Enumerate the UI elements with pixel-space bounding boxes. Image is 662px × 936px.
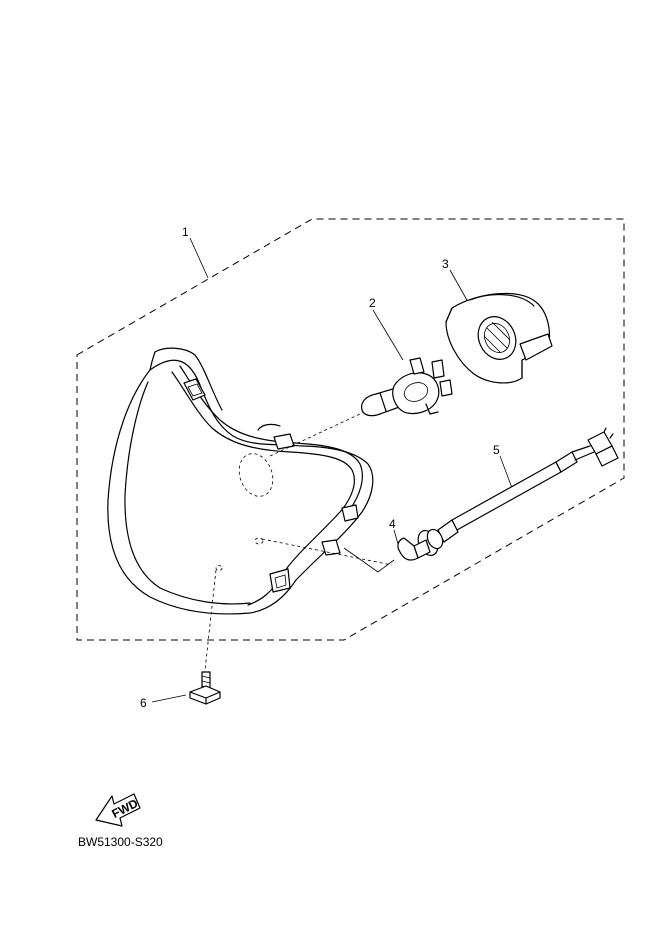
bulb-cover <box>445 292 553 384</box>
auxiliary-bulb-socket <box>343 528 444 573</box>
fwd-arrow: FWD <box>95 793 141 827</box>
leader-6 <box>151 694 187 703</box>
callout-part-6: 6 <box>140 696 147 710</box>
leader-5 <box>499 455 513 489</box>
leader-3 <box>449 269 469 303</box>
leader-2 <box>372 309 404 361</box>
leader-4 <box>393 529 399 545</box>
headlight-bulb <box>361 357 453 417</box>
sub-wire-harness <box>437 427 619 543</box>
callout-part-4: 4 <box>389 517 396 531</box>
assembly-boundary <box>76 218 625 641</box>
callout-part-5: 5 <box>493 443 500 457</box>
callout-part-3: 3 <box>442 257 449 271</box>
leader-1 <box>189 237 209 279</box>
callout-part-2: 2 <box>369 296 376 310</box>
headlight-housing <box>107 347 393 671</box>
callout-part-1: 1 <box>182 225 189 239</box>
diagram-code: BW51300-S320 <box>78 835 163 849</box>
bolt <box>189 671 221 705</box>
